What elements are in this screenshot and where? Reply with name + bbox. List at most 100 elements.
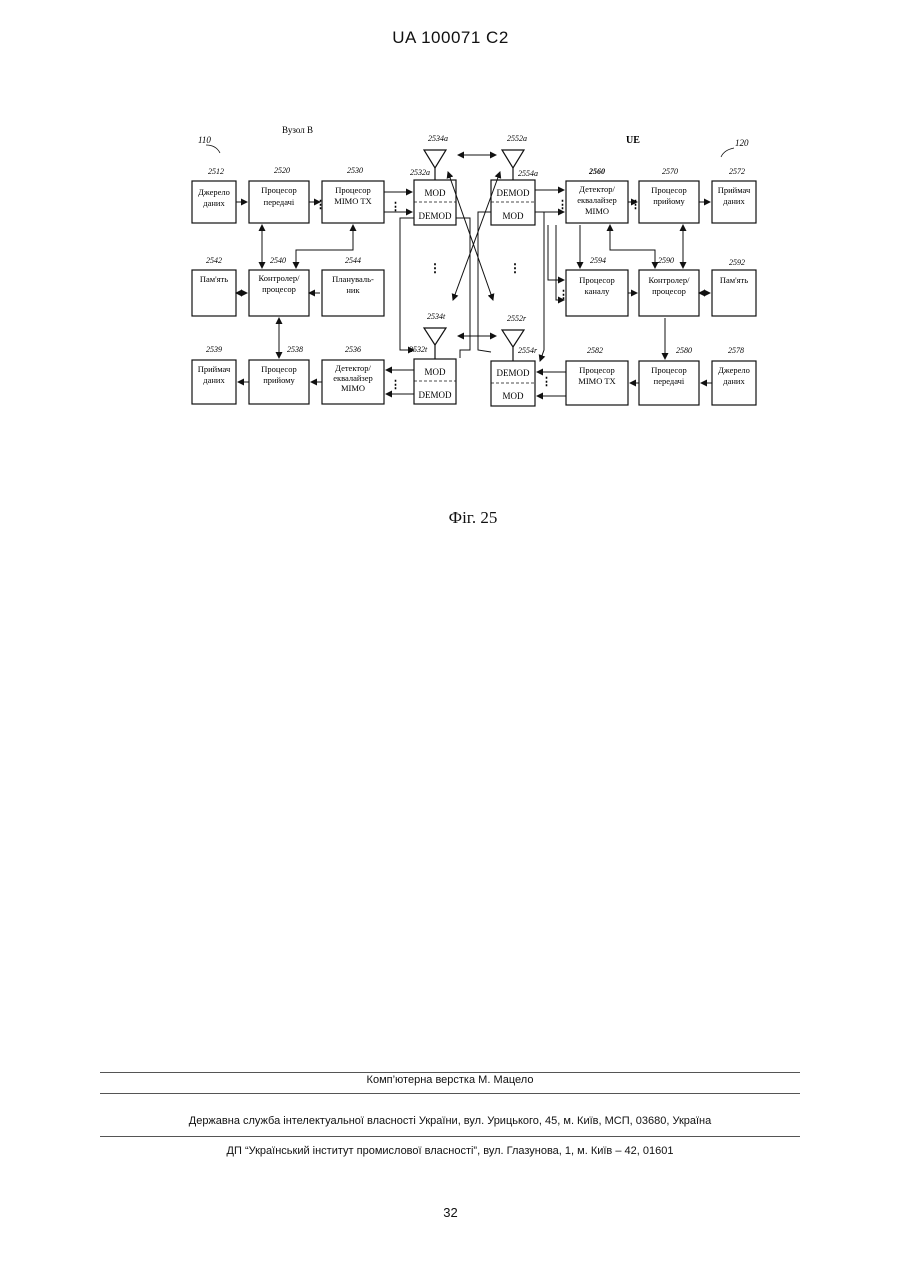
block-data-source-2578: Джерело даних xyxy=(712,361,756,405)
svg-text:DEMOD: DEMOD xyxy=(419,390,452,400)
svg-text:2538: 2538 xyxy=(287,345,303,354)
svg-text:MOD: MOD xyxy=(424,188,446,198)
svg-text:2552r: 2552r xyxy=(507,314,527,323)
svg-text:2552a: 2552a xyxy=(507,134,527,143)
svg-text:даних: даних xyxy=(203,198,225,208)
svg-text:⋮: ⋮ xyxy=(558,289,569,301)
svg-text:ник: ник xyxy=(346,285,360,295)
footer-agency-address: Державна служба інтелектуальної власност… xyxy=(100,1115,800,1127)
block-mimo-detector-2536: Детектор/ еквалайзер MIMO xyxy=(322,360,384,404)
svg-text:2570: 2570 xyxy=(662,167,678,176)
block-memory-2592: Пам'ять xyxy=(712,270,756,316)
svg-text:MOD: MOD xyxy=(502,391,524,401)
svg-text:⋮: ⋮ xyxy=(390,201,401,213)
footer-institute-address: ДП “Український інститут промислової вла… xyxy=(100,1145,800,1157)
svg-text:2512: 2512 xyxy=(208,167,224,176)
reference-numerals: 2512 2520 2530 2532a 2534a 2552a 2554a 2… xyxy=(206,134,745,355)
svg-text:⋮: ⋮ xyxy=(390,379,401,391)
block-controller-processor-2540: Контролер/ процесор xyxy=(249,270,309,316)
svg-text:2532a: 2532a xyxy=(410,168,430,177)
svg-text:каналу: каналу xyxy=(585,286,610,296)
svg-text:MOD: MOD xyxy=(424,367,446,377)
svg-text:2534t: 2534t xyxy=(427,312,446,321)
svg-text:⋮: ⋮ xyxy=(315,199,326,211)
svg-text:2572: 2572 xyxy=(729,167,745,176)
svg-text:Приймач: Приймач xyxy=(718,185,751,195)
svg-text:2544: 2544 xyxy=(345,256,361,265)
svg-text:2540: 2540 xyxy=(270,256,286,265)
block-mimo-tx-processor-2582: Процесор MIMO TX xyxy=(566,361,628,405)
svg-text:Процесор: Процесор xyxy=(651,365,686,375)
figure-caption: Фіг. 25 xyxy=(0,508,901,528)
block-tx-processor-2580: Процесор передачі xyxy=(639,361,699,405)
svg-text:2530: 2530 xyxy=(347,166,363,175)
svg-text:прийому: прийому xyxy=(263,375,295,385)
footer-divider xyxy=(100,1093,800,1094)
antenna-2534t-icon xyxy=(424,328,446,359)
svg-text:⋮: ⋮ xyxy=(509,261,521,275)
svg-text:Процесор: Процесор xyxy=(261,364,296,374)
svg-text:даних: даних xyxy=(723,376,745,386)
footer-divider xyxy=(100,1072,800,1073)
svg-text:2534a: 2534a xyxy=(428,134,448,143)
svg-text:Пам'ять: Пам'ять xyxy=(200,274,228,284)
svg-text:2539: 2539 xyxy=(206,345,222,354)
svg-text:MOD: MOD xyxy=(502,211,524,221)
svg-text:MIMO: MIMO xyxy=(585,206,609,216)
footer-typesetting: Комп’ютерна верстка М. Мацело xyxy=(100,1074,800,1086)
svg-text:прийому: прийому xyxy=(653,196,685,206)
svg-text:Джерело: Джерело xyxy=(718,365,750,375)
svg-text:2590: 2590 xyxy=(658,256,674,265)
svg-text:еквалайзер: еквалайзер xyxy=(577,195,617,205)
svg-text:Джерело: Джерело xyxy=(198,187,230,197)
svg-text:⋮: ⋮ xyxy=(541,376,552,388)
svg-text:Процесор: Процесор xyxy=(335,185,370,195)
svg-text:процесор: процесор xyxy=(652,286,686,296)
block-data-sink-2539: Приймач даних xyxy=(192,360,236,404)
block-mimo-tx-processor-2530: Процесор MIMO TX xyxy=(322,181,384,223)
svg-text:Детектор/: Детектор/ xyxy=(335,363,371,373)
block-data-source-2512: Джерело даних xyxy=(192,181,236,223)
svg-text:2592: 2592 xyxy=(729,258,745,267)
svg-text:DEMOD: DEMOD xyxy=(497,188,530,198)
block-rx-processor-2570: Процесор прийому xyxy=(639,181,699,223)
svg-text:MIMO TX: MIMO TX xyxy=(334,196,371,206)
svg-text:2594: 2594 xyxy=(590,256,606,265)
svg-text:⋮: ⋮ xyxy=(557,199,568,211)
ref-120: 120 xyxy=(735,138,749,148)
svg-text:даних: даних xyxy=(723,196,745,206)
svg-text:2542: 2542 xyxy=(206,256,222,265)
svg-text:Контролер/: Контролер/ xyxy=(649,275,691,285)
footer-divider xyxy=(100,1136,800,1137)
svg-text:передачі: передачі xyxy=(264,197,295,207)
block-scheduler-2544: Плануваль- ник xyxy=(322,270,384,316)
modem-2554a: DEMOD MOD xyxy=(491,180,535,225)
signal-connections xyxy=(236,190,712,396)
svg-text:Плануваль-: Плануваль- xyxy=(332,274,374,284)
svg-text:2554r: 2554r xyxy=(518,346,538,355)
svg-text:2578: 2578 xyxy=(728,346,744,355)
modem-2532a: MOD DEMOD xyxy=(414,180,456,225)
svg-text:Процесор: Процесор xyxy=(579,275,614,285)
svg-text:Процесор: Процесор xyxy=(651,185,686,195)
svg-text:передачі: передачі xyxy=(654,376,685,386)
svg-text:2582: 2582 xyxy=(587,346,603,355)
block-channel-processor-2594: Процесор каналу xyxy=(566,270,628,316)
page-number: 32 xyxy=(0,1205,901,1220)
modem-2532t: MOD DEMOD xyxy=(414,359,456,404)
ue-label: UE xyxy=(626,135,640,146)
svg-text:Пам'ять: Пам'ять xyxy=(720,275,748,285)
svg-text:DEMOD: DEMOD xyxy=(497,368,530,378)
modem-2554r: DEMOD MOD xyxy=(491,361,535,406)
svg-text:Процесор: Процесор xyxy=(579,365,614,375)
node-b-label: Вузол В xyxy=(282,125,313,135)
svg-text:⋮: ⋮ xyxy=(630,199,641,211)
svg-text:2560: 2560 xyxy=(588,167,605,176)
svg-text:Контролер/: Контролер/ xyxy=(259,273,301,283)
svg-text:Приймач: Приймач xyxy=(198,364,231,374)
svg-text:MIMO: MIMO xyxy=(341,383,365,393)
block-diagram-figure: Вузол В UE 110 120 Джерело даних Процесо… xyxy=(0,0,901,470)
svg-text:MIMO TX: MIMO TX xyxy=(578,376,615,386)
svg-text:2536: 2536 xyxy=(345,345,361,354)
svg-text:2532t: 2532t xyxy=(409,345,428,354)
